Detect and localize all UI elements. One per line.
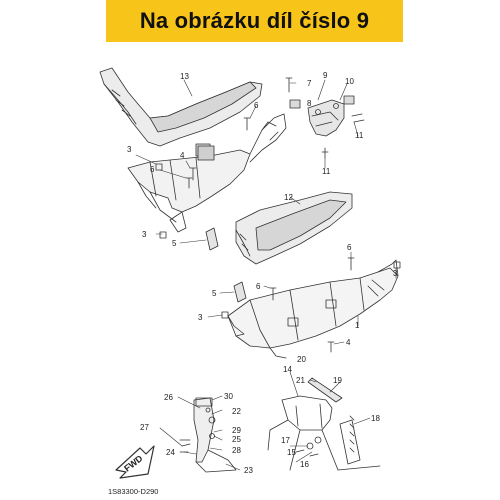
callout-30: 30 — [224, 392, 233, 401]
callout-4b: 4 — [346, 338, 351, 347]
callout-18: 18 — [371, 414, 380, 423]
callout-8: 8 — [307, 99, 312, 108]
part-stand — [179, 377, 381, 473]
callout-5b: 5 — [212, 289, 217, 298]
callout-1: 1 — [355, 321, 360, 330]
callout-28: 28 — [232, 446, 241, 455]
callout-27: 27 — [140, 423, 149, 432]
callout-21: 21 — [296, 376, 305, 385]
bolts — [155, 77, 401, 353]
part-9-bracket — [289, 95, 355, 137]
diagram-code: 1S83300-D290 — [108, 487, 158, 496]
callout-7: 7 — [307, 79, 312, 88]
part-12-floor-panel — [235, 191, 353, 265]
callout-4a: 4 — [180, 151, 185, 160]
title-banner: Na obrázku díl číslo 9 — [106, 0, 403, 42]
callout-9: 9 — [323, 71, 328, 80]
callout-25: 25 — [232, 435, 241, 444]
callout-3b: 3 — [142, 230, 147, 239]
part-1-frame — [227, 259, 399, 359]
callout-11a: 11 — [355, 131, 364, 140]
callout-13: 13 — [180, 72, 189, 81]
callout-6c: 6 — [256, 282, 261, 291]
banner-text: Na obrázku díl číslo 9 — [139, 8, 370, 33]
callout-22: 22 — [232, 407, 241, 416]
callout-3d: 3 — [198, 313, 203, 322]
callout-26: 26 — [164, 393, 173, 402]
callout-6b: 6 — [150, 165, 155, 174]
callout-11b: 11 — [322, 167, 331, 176]
callout-16: 16 — [300, 460, 309, 469]
callout-14: 14 — [283, 365, 292, 374]
callout-6d: 6 — [347, 243, 352, 252]
part-13-inner-panel — [99, 67, 263, 147]
callout-23: 23 — [244, 466, 253, 475]
callout-5a: 5 — [172, 239, 177, 248]
callout-19: 19 — [333, 376, 342, 385]
leader-lines — [135, 79, 397, 471]
callout-20: 20 — [297, 355, 306, 364]
callout-15: 15 — [287, 448, 296, 457]
callout-3c: 3 — [393, 269, 398, 278]
callout-29: 29 — [232, 426, 241, 435]
callout-6a: 6 — [254, 101, 259, 110]
callout-10: 10 — [345, 77, 354, 86]
callout-12: 12 — [284, 193, 293, 202]
fwd-arrow — [115, 445, 155, 479]
callout-labels: 13 7 9 10 8 6 11 11 3 4 6 3 5 12 5 6 6 3… — [127, 71, 398, 475]
callout-17: 17 — [281, 436, 290, 445]
callout-24: 24 — [166, 448, 175, 457]
callout-3a: 3 — [127, 145, 132, 154]
